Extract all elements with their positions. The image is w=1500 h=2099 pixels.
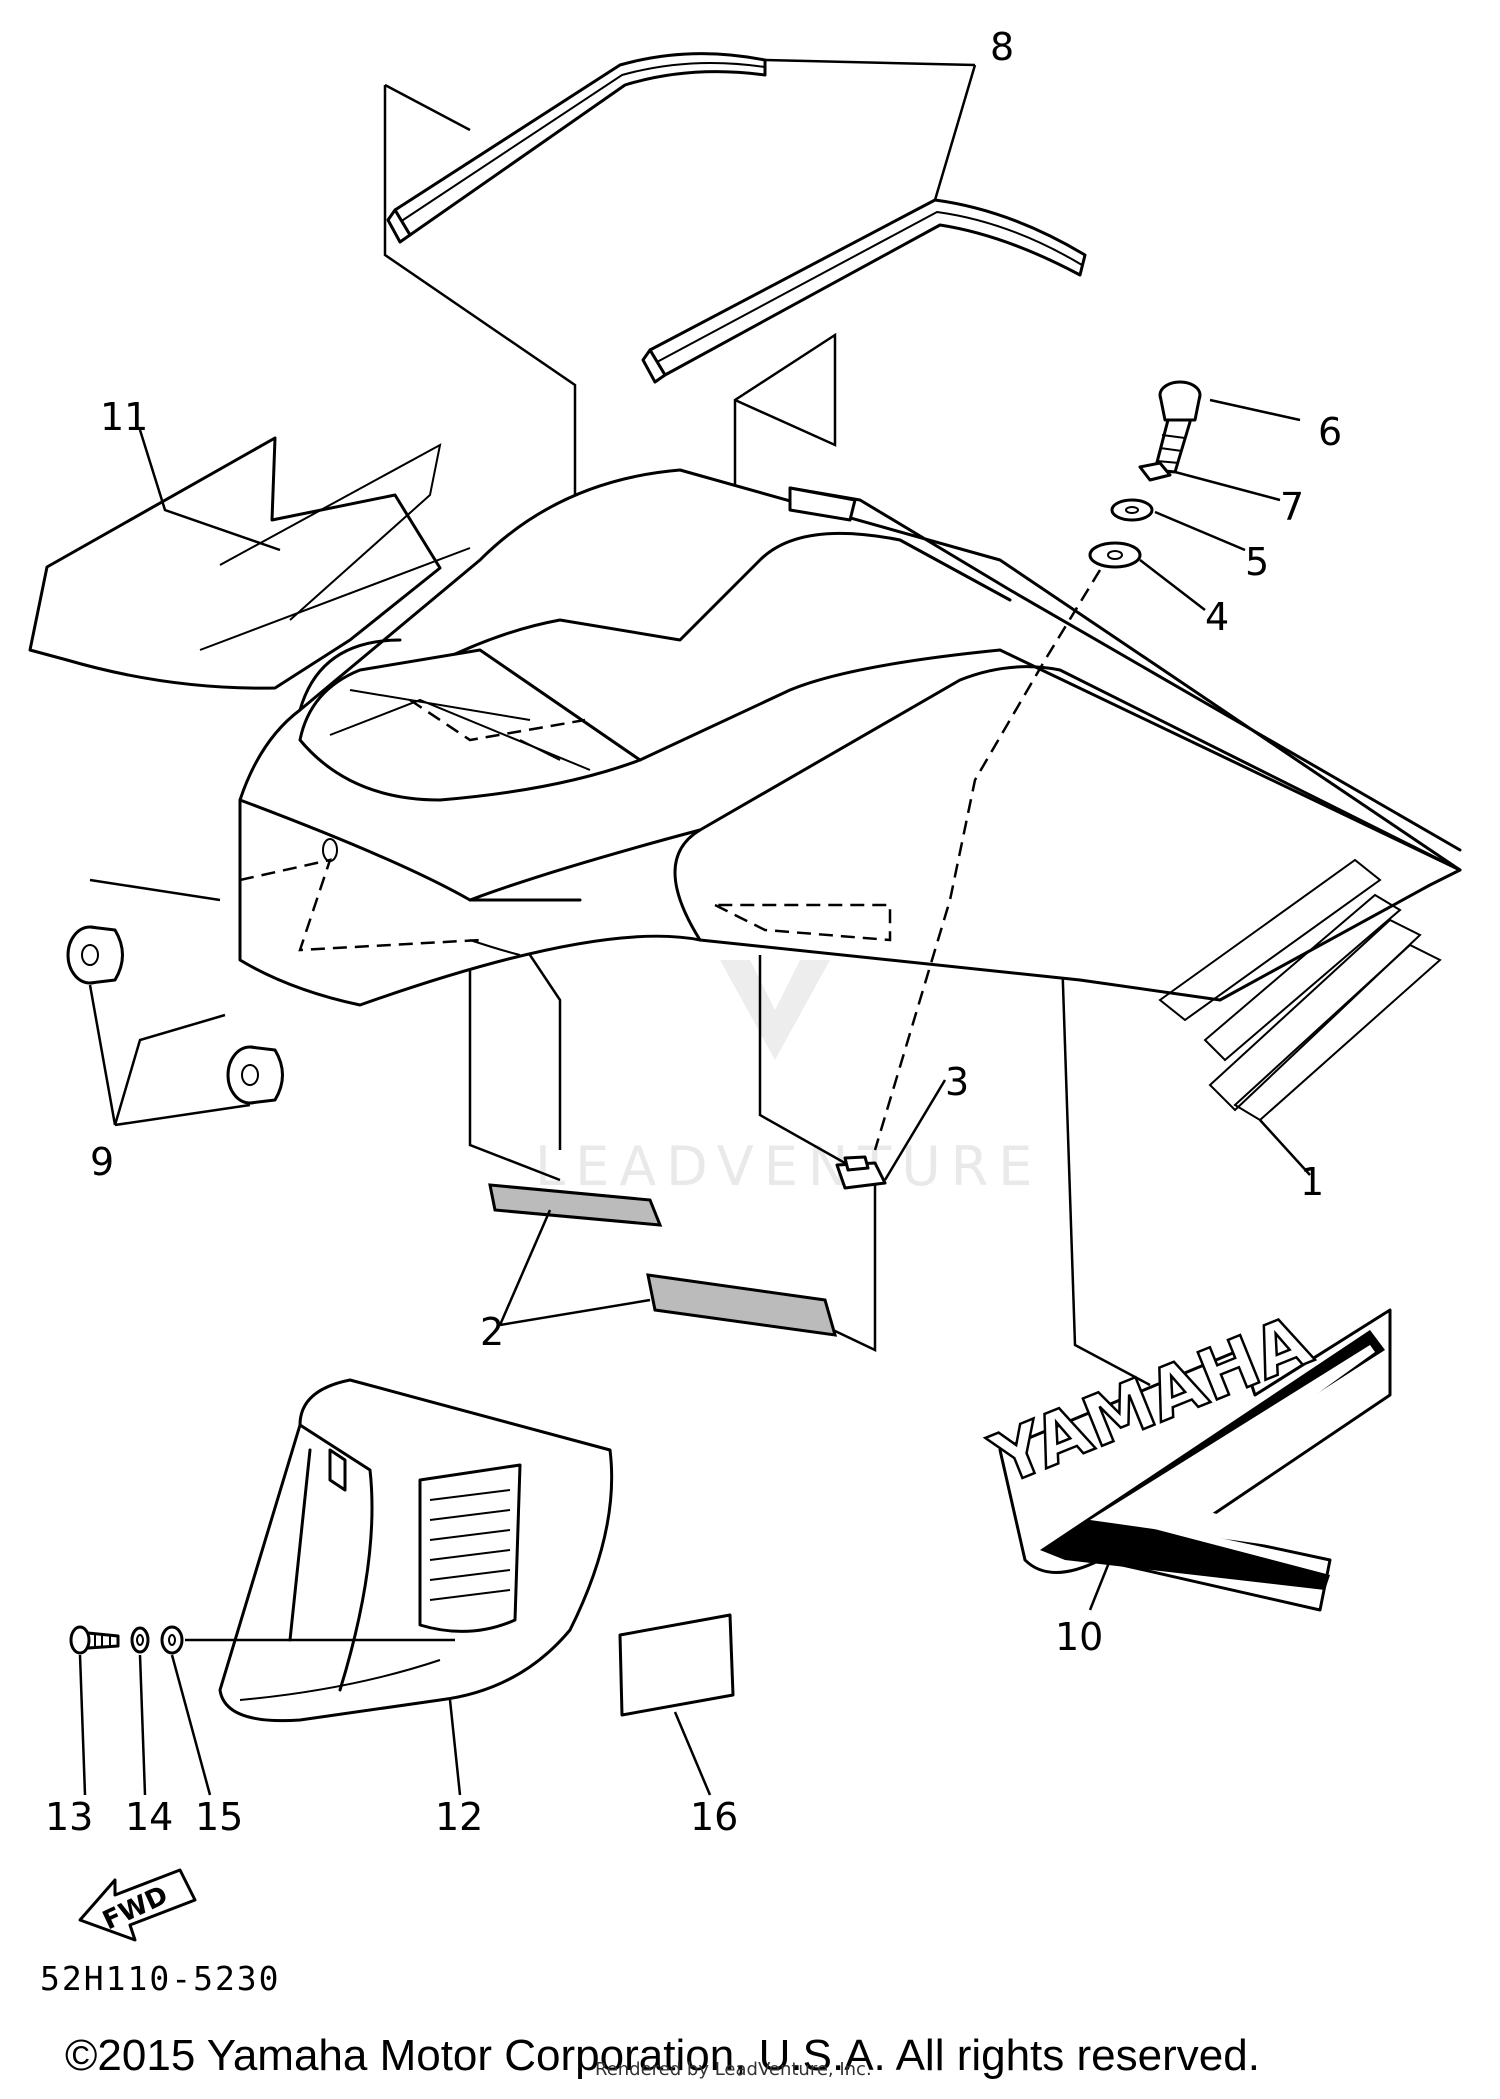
callout-7: 7 xyxy=(1280,485,1304,529)
trim-strip-upper xyxy=(386,52,767,244)
diagram-code: 52H110-5230 xyxy=(40,1959,281,1998)
bolt xyxy=(1153,380,1202,474)
rear-fender-body xyxy=(238,468,1462,1122)
spring-washer xyxy=(1138,461,1172,482)
pad-strip-lower xyxy=(646,1273,838,1337)
decal-side-stripe xyxy=(28,436,471,690)
callout-14: 14 xyxy=(125,1795,173,1839)
clip-nut xyxy=(835,1155,887,1190)
screw xyxy=(69,1625,120,1655)
callout-11: 11 xyxy=(100,395,148,439)
fwd-arrow: FWD xyxy=(78,1868,197,1942)
callout-15: 15 xyxy=(195,1795,243,1839)
side-cover xyxy=(218,1378,614,1723)
callout-13: 13 xyxy=(45,1795,93,1839)
rendered-by-notice: Rendered by LeadVenture, Inc. xyxy=(595,2059,872,2080)
plain-washer-small xyxy=(1110,498,1154,522)
grommet-lower xyxy=(226,1045,284,1105)
leader-lines xyxy=(78,58,1311,1796)
flat-washer xyxy=(160,1625,184,1655)
callout-10: 10 xyxy=(1055,1615,1103,1659)
grommet-upper xyxy=(66,925,124,985)
leadventure-watermark: LEADVENTURE xyxy=(535,960,1042,1198)
callout-16: 16 xyxy=(690,1795,738,1839)
callout-12: 12 xyxy=(435,1795,483,1839)
callout-4: 4 xyxy=(1205,595,1229,639)
lock-washer xyxy=(130,1626,150,1654)
watermark-text: LEADVENTURE xyxy=(535,1135,1042,1198)
callout-1: 1 xyxy=(1300,1160,1324,1204)
callout-6: 6 xyxy=(1318,410,1342,454)
callout-8: 8 xyxy=(990,25,1014,69)
plain-washer-large xyxy=(1088,541,1142,569)
yamaha-decal: YAMAHA xyxy=(978,1298,1392,1612)
caution-label xyxy=(618,1613,735,1717)
callout-2: 2 xyxy=(480,1310,504,1354)
pad-strip-upper xyxy=(488,1183,663,1227)
callout-5: 5 xyxy=(1245,540,1269,584)
trim-strip-lower xyxy=(641,198,1087,384)
callout-9: 9 xyxy=(90,1140,114,1184)
bolt-axis-line xyxy=(873,569,1102,1151)
copyright-notice: ©2015 Yamaha Motor Corporation, U.S.A. A… xyxy=(65,2031,1260,2080)
callout-labels: 1 2 3 4 5 6 7 8 9 10 11 12 13 14 15 16 xyxy=(45,25,1342,1839)
callout-3: 3 xyxy=(945,1060,969,1104)
